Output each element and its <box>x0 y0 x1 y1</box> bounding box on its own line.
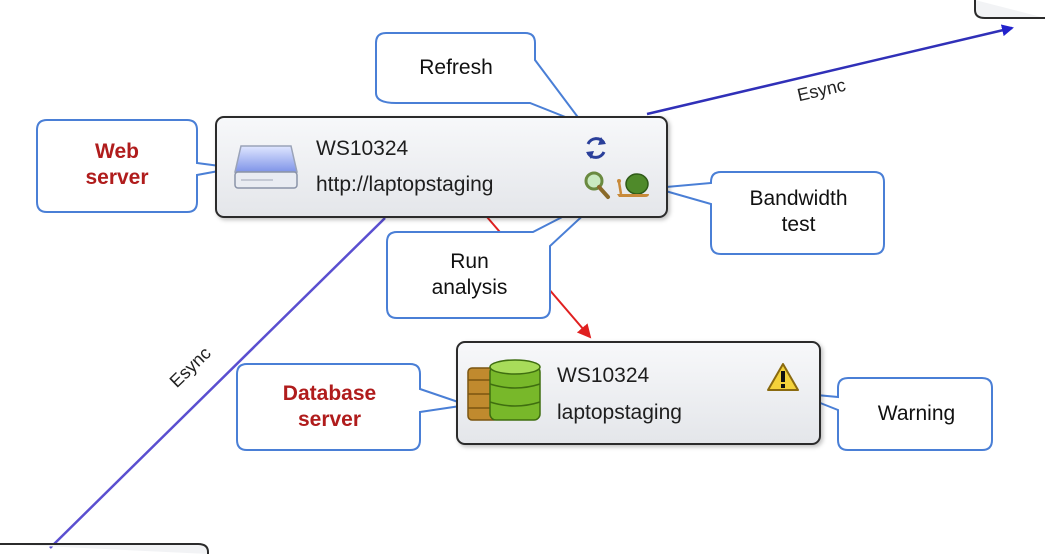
callout-warning <box>794 377 993 451</box>
web-server-callout-text: Web server <box>42 139 192 191</box>
esync-edge-left[interactable] <box>49 217 386 549</box>
offscreen-node-bottom-left[interactable] <box>0 543 209 554</box>
snail-icon[interactable] <box>615 172 651 198</box>
web-server-url: http://laptopstaging <box>316 173 494 196</box>
callout-bandwidth-test <box>654 171 885 255</box>
database-server-line-2: server <box>297 408 362 431</box>
callout-refresh <box>375 32 586 127</box>
offscreen-node-top-right[interactable] <box>974 0 1045 19</box>
esync-edge-top[interactable] <box>646 24 1014 116</box>
run-analysis-line-2: analysis <box>431 276 508 299</box>
run-analysis-callout-text: Run analysis <box>392 249 547 301</box>
web-server-callout-line-1: Web <box>95 140 139 163</box>
web-server-callout-line-2: server <box>85 166 149 189</box>
web-server-name: WS10324 <box>316 137 409 160</box>
disk-icon <box>234 145 298 189</box>
refresh-icon[interactable] <box>583 134 609 162</box>
bandwidth-test-line-2: test <box>781 213 816 236</box>
callout-database-server <box>236 363 468 451</box>
database-server-host: laptopstaging <box>557 401 682 424</box>
warning-callout-text: Warning <box>877 402 956 425</box>
magnifier-icon[interactable] <box>583 170 611 200</box>
database-icon <box>467 359 541 421</box>
callout-web-server <box>36 119 236 213</box>
bandwidth-test-callout-text: Bandwidth test <box>716 186 881 238</box>
warning-icon[interactable] <box>766 362 800 392</box>
callout-run-analysis <box>386 194 606 319</box>
database-server-callout-text: Database server <box>242 381 417 433</box>
database-server-name: WS10324 <box>557 364 650 387</box>
database-server-line-1: Database <box>282 382 377 405</box>
refresh-callout-text: Refresh <box>419 56 493 79</box>
bandwidth-test-line-1: Bandwidth <box>749 187 848 210</box>
run-analysis-line-1: Run <box>450 250 489 273</box>
